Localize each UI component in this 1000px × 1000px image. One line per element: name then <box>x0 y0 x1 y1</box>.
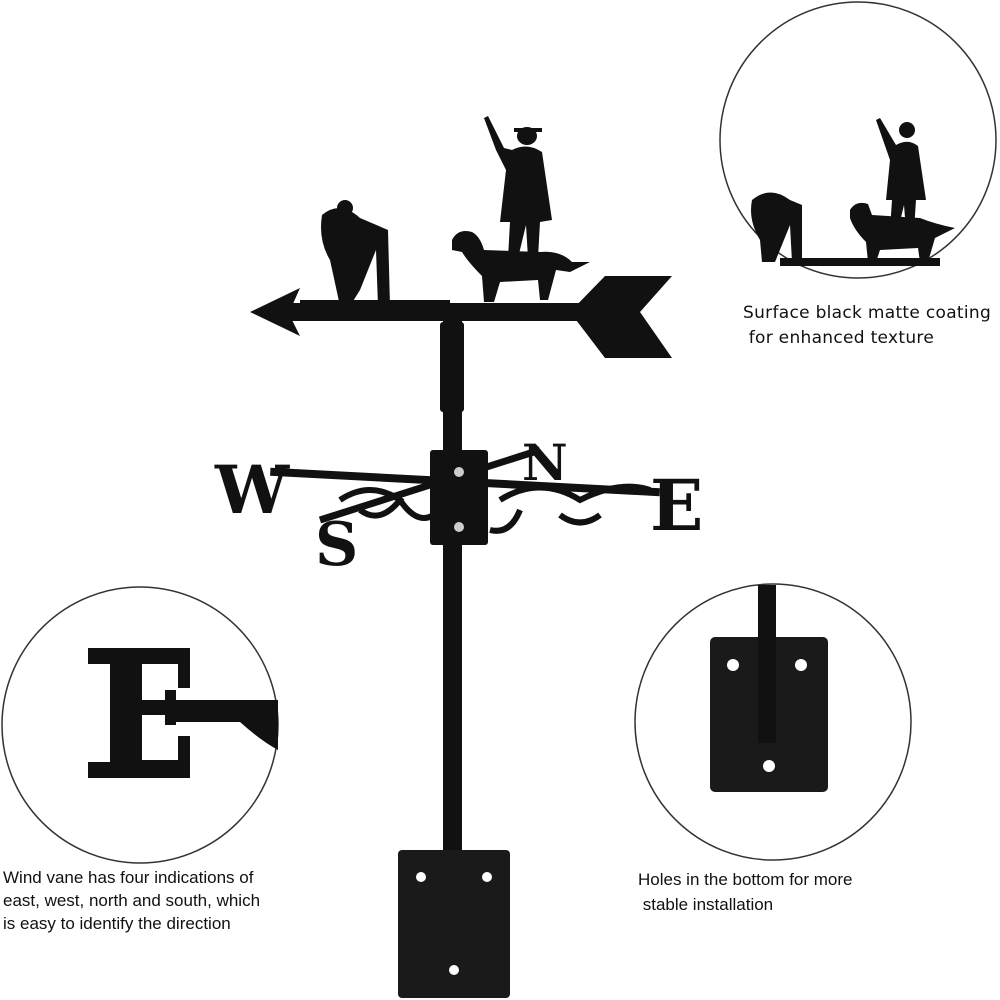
arrow-tail <box>570 276 672 358</box>
detail-circle-coating <box>719 1 997 279</box>
compass-letter-north: N <box>522 433 568 492</box>
callout-holes: Holes in the bottom for more stable inst… <box>638 867 852 917</box>
callout-directions: Wind vane has four indications of east, w… <box>3 866 260 935</box>
dog-silhouette <box>452 231 590 302</box>
callout-coating: Surface black matte coating for enhanced… <box>743 301 991 351</box>
detail-circle-base <box>634 583 912 861</box>
base-plate <box>398 850 510 998</box>
callout-holes-line: stable installation <box>638 895 774 914</box>
compass-letter-south: S <box>315 510 358 580</box>
callout-directions-line: is easy to identify the direction <box>3 914 231 933</box>
pole-sleeve <box>440 322 464 412</box>
scroll-ornament-right <box>489 483 651 534</box>
callout-directions-line: east, west, north and south, which <box>3 891 261 910</box>
compass-letter-west: W <box>214 451 290 529</box>
arrow-head <box>250 288 300 336</box>
callout-holes-line: Holes in the bottom for more <box>638 870 853 889</box>
compass-hub <box>430 450 488 545</box>
hunter-silhouette <box>484 116 552 258</box>
callout-directions-line: Wind vane has four indications of <box>3 868 254 887</box>
weathervane-main: W E N S <box>214 116 703 998</box>
callout-coating-line: for enhanced texture <box>743 328 935 348</box>
callout-coating-line: Surface black matte coating <box>743 303 992 323</box>
bird-fence-silhouette <box>321 200 390 306</box>
compass-letter-east: E <box>650 464 703 547</box>
detail-circle-letter-e <box>1 586 279 864</box>
